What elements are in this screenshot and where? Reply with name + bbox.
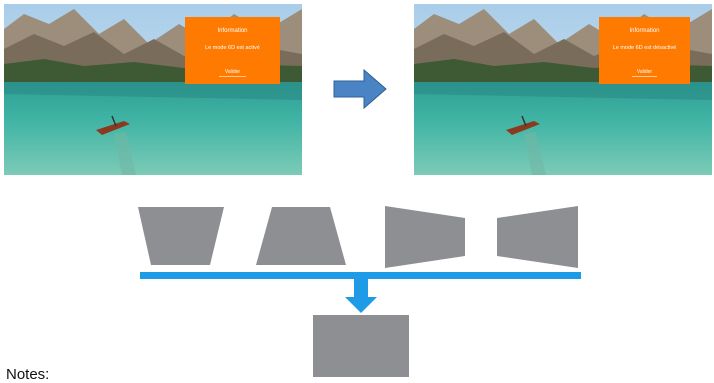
dialog-title: Information bbox=[217, 28, 248, 34]
trapezoid-narrow-right bbox=[385, 206, 465, 268]
info-dialog-activated: Information Le mode 6D est activé Valide… bbox=[185, 17, 280, 84]
dialog-title: Information bbox=[629, 28, 660, 34]
arrow-down-icon bbox=[345, 279, 377, 313]
trapezoid-narrow-top bbox=[256, 207, 346, 265]
dialog-message: Le mode 6D est activé bbox=[205, 45, 260, 51]
notes-label: Notes: bbox=[6, 366, 50, 383]
trapezoid-narrow-bottom bbox=[138, 207, 224, 265]
dialog-message: Le mode 6D est désactivé bbox=[612, 45, 677, 51]
arrow-right-icon bbox=[333, 68, 387, 110]
connector-bar bbox=[140, 272, 581, 279]
info-dialog-deactivated: Information Le mode 6D est désactivé Val… bbox=[599, 17, 690, 84]
corrected-rectangle bbox=[313, 315, 409, 377]
validate-button[interactable]: Valider bbox=[599, 69, 690, 77]
trapezoid-narrow-left bbox=[497, 206, 578, 268]
validate-button[interactable]: Valider bbox=[185, 69, 280, 77]
